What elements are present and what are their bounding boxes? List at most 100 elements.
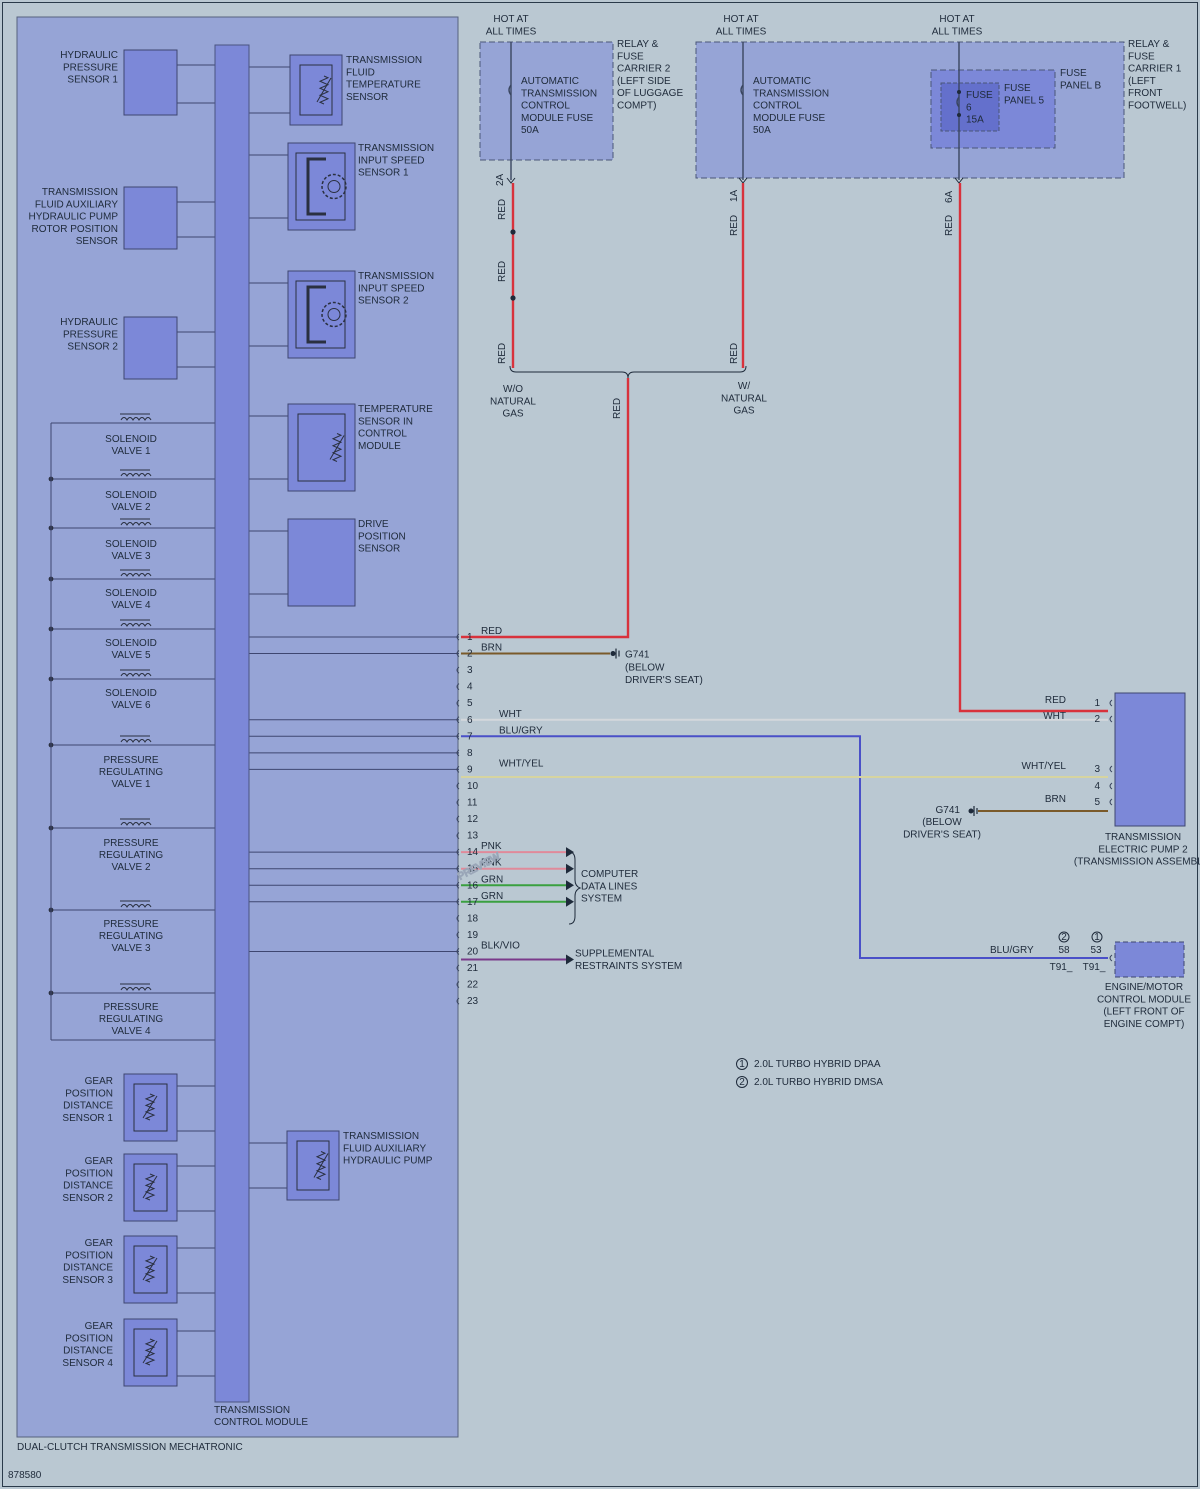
pin-bracket	[456, 799, 460, 806]
fuse1-label-3: CONTROL	[521, 101, 570, 112]
pin-bracket	[456, 633, 460, 641]
legend-number: 1	[739, 1059, 745, 1070]
fuse1-label-4: MODULE FUSE	[521, 113, 594, 124]
gear-sensor-frame	[133, 1328, 168, 1377]
right-sensor-label-3: HYDRAULIC PUMP	[343, 1156, 433, 1167]
solenoid-label: SOLENOID	[105, 539, 157, 550]
right-sensor-label-2: INPUT SPEED	[358, 155, 425, 166]
solenoid-label: REGULATING	[99, 850, 163, 861]
ecm-conn-b: T91_	[1083, 962, 1106, 973]
data-line-arrow	[566, 863, 574, 874]
data-lines-label-1: COMPUTER	[581, 869, 638, 880]
ecm-label-4: ENGINE COMPT)	[1104, 1019, 1185, 1030]
left-sensor-label-3: HYDRAULIC PUMP	[29, 212, 119, 223]
ecm-label-3: (LEFT FRONT OF	[1103, 1007, 1184, 1018]
wire-label-6: WHT	[499, 709, 522, 720]
pump-wire-label: WHT	[1043, 711, 1066, 722]
solenoid-label: VALVE 3	[111, 943, 151, 954]
blu-gry-wire	[461, 735, 1108, 959]
speed-hub	[327, 180, 341, 193]
red-wire-label-6: RED	[944, 215, 955, 236]
solenoid-label: SOLENOID	[105, 490, 157, 501]
solenoid-label: SOLENOID	[105, 638, 157, 649]
gear-sensor-label-2: POSITION	[65, 1333, 113, 1344]
data-line-arrow	[566, 880, 574, 891]
resistor-frame	[296, 1140, 330, 1191]
right-sensor-label-3: SENSOR	[358, 544, 400, 555]
data-lines-label-2: DATA LINES	[581, 881, 638, 892]
red-wire-label-4: RED	[729, 215, 740, 236]
left-sensor-label-2: FLUID AUXILIARY	[35, 199, 119, 210]
gear-resistor-arrow	[142, 1340, 158, 1364]
ecm-note-circle	[1091, 931, 1103, 943]
right-sensor-label-3: SENSOR 2	[358, 296, 409, 307]
fuse-panel-5-label-1: FUSE	[1004, 83, 1031, 94]
solenoid-label: REGULATING	[99, 767, 163, 778]
fuse-panel-b-label-1: FUSE	[1060, 68, 1087, 79]
right-sensor-box	[287, 403, 356, 492]
pin-number: 7	[467, 731, 473, 742]
pin-number: 1	[467, 632, 473, 643]
solenoid-label: PRESSURE	[103, 838, 158, 849]
gear-sensor-label-1: GEAR	[85, 1076, 113, 1087]
wire-label-9: WHT/YEL	[499, 758, 544, 769]
gear-sensor-frame	[133, 1163, 168, 1212]
solenoid-label: REGULATING	[99, 1014, 163, 1025]
hot-label-b-2: ALL TIMES	[716, 26, 767, 37]
solenoid-label: VALVE 2	[111, 862, 151, 873]
terminal-chevron	[506, 177, 516, 184]
legend-text: 2.0L TURBO HYBRID DMSA	[754, 1077, 883, 1088]
wire-label-15: PNK	[481, 858, 502, 869]
fuse2-label-2: TRANSMISSION	[753, 88, 829, 99]
gear-sensor-label-3: DISTANCE	[63, 1346, 113, 1357]
right-sensor-label-3: TEMPERATURE	[346, 80, 421, 91]
pin-number: 8	[467, 748, 473, 759]
gear-sensor-label-1: GEAR	[85, 1321, 113, 1332]
fuse1-label-5: 50A	[521, 125, 539, 136]
tcm-label-2: CONTROL MODULE	[214, 1417, 308, 1428]
pin-number: 9	[467, 764, 473, 775]
pin-bracket	[456, 914, 460, 922]
gear-sensor-label-3: DISTANCE	[63, 1181, 113, 1192]
wire-label-1: RED	[481, 626, 502, 637]
left-sensor-label-1: TRANSMISSION	[42, 187, 118, 198]
wire-label-2: BRN	[481, 643, 502, 654]
wire-label-20: BLK/VIO	[481, 940, 520, 951]
resistor-frame	[299, 64, 333, 116]
solenoid-coil-icon	[120, 573, 152, 577]
solenoid-coil-icon	[120, 739, 152, 743]
pin-number: 16	[467, 880, 479, 891]
ecm-box	[1114, 941, 1185, 978]
sensor-resistor-arrow	[316, 77, 332, 103]
left-sensor-label-2: PRESSURE	[63, 329, 118, 340]
data-lines-label-3: SYSTEM	[581, 894, 622, 905]
fuse2-label-5: 50A	[753, 125, 771, 136]
carrier-2-label-4: (LEFT SIDE	[617, 76, 671, 87]
pin-number: 13	[467, 831, 479, 842]
right-sensor-label-1: DRIVE	[358, 519, 389, 530]
gear-sensor-frame	[133, 1083, 168, 1132]
pin-bracket	[456, 898, 460, 906]
gear-sensor-label-4: SENSOR 2	[62, 1193, 113, 1204]
solenoid-coil-icon	[120, 822, 152, 826]
ecm-wire-label: BLU/GRY	[990, 945, 1034, 956]
ecm-conn-a: T91_	[1050, 962, 1073, 973]
wire-layer: REDBRNWHTBLU/GRYWHT/YELPNKPNKGRNGRNBLK/V…	[249, 378, 1108, 972]
pin-bracket	[456, 782, 460, 790]
pin-bracket	[456, 948, 460, 955]
gear-resistor-arrow	[142, 1175, 158, 1199]
pin-number: 4	[467, 682, 473, 693]
pin-bracket	[456, 931, 460, 939]
gear-sensor-label-2: POSITION	[65, 1250, 113, 1261]
fuse2-label-4: MODULE FUSE	[753, 113, 826, 124]
with-natural-gas-label-1: W/	[738, 381, 750, 392]
solenoid-coil-icon	[120, 623, 152, 627]
gear-sensor-label-1: GEAR	[85, 1238, 113, 1249]
left-sensor-label-5: SENSOR	[76, 236, 118, 247]
srs-arrow	[566, 954, 574, 965]
left-sensor-label-3: SENSOR 1	[67, 75, 118, 86]
gear-sensor-label-4: SENSOR 4	[62, 1358, 113, 1369]
right-sensor-box	[286, 1130, 340, 1201]
